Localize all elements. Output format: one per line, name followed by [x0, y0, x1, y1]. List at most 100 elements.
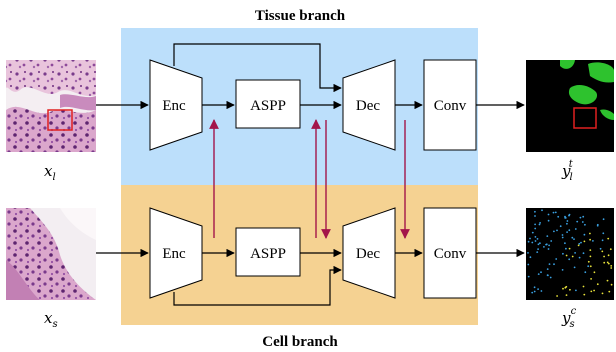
- cell-dot: [573, 238, 575, 241]
- cell-dot: [571, 236, 574, 239]
- cell-dot: [546, 274, 549, 276]
- cell-dot: [559, 225, 562, 228]
- cell-dot: [564, 286, 567, 289]
- cell-dot: [579, 216, 582, 219]
- cell-dot: [602, 218, 605, 221]
- cell-dot: [601, 292, 604, 295]
- cell-dot: [590, 278, 592, 280]
- cell-dot: [590, 290, 593, 293]
- cell-dot: [584, 271, 587, 274]
- cell-encoder-block: [149, 207, 203, 299]
- cell-dot: [536, 238, 539, 240]
- cell-dot: [565, 294, 568, 296]
- cell-dot: [562, 287, 564, 290]
- cell-dot: [527, 275, 530, 278]
- cell-dot: [537, 288, 539, 290]
- cell-dot: [578, 256, 581, 259]
- cell-dot: [574, 228, 577, 230]
- cell-dot: [527, 263, 530, 266]
- tissue-input-label: xl: [44, 162, 56, 183]
- tissue-flow-arrows: [96, 43, 525, 110]
- cell-output-label: ysc: [561, 306, 577, 330]
- cell-conv-block: [423, 207, 477, 299]
- cell-dot: [543, 246, 545, 248]
- cell-output-dots: [526, 208, 614, 300]
- cell-dot: [536, 251, 539, 254]
- cell-dot: [589, 255, 592, 258]
- cell-dot: [580, 241, 582, 244]
- cell-flow-arrows: [96, 248, 525, 306]
- cell-dot: [556, 229, 558, 232]
- cell-dot: [540, 271, 542, 274]
- cell-dot: [541, 209, 543, 212]
- cell-dot: [561, 269, 564, 271]
- cell-dot: [601, 250, 604, 253]
- cell-dot: [557, 215, 560, 218]
- cell-dot: [531, 231, 534, 234]
- cell-dot: [537, 273, 540, 275]
- cell-dot: [606, 261, 609, 264]
- cell-dot: [547, 248, 550, 250]
- cell-conv-label: Conv: [434, 246, 467, 262]
- cross-branch-arrows: [209, 119, 410, 239]
- cell-dot: [537, 243, 540, 246]
- tissue-decoder-label: Dec: [356, 98, 380, 114]
- cell-dot: [606, 279, 609, 282]
- cell-dot: [584, 223, 586, 226]
- cell-dot: [550, 240, 553, 242]
- cell-dot: [582, 215, 585, 218]
- cell-dot: [607, 262, 610, 265]
- cell-dot: [582, 252, 585, 255]
- tissue-aspp-block: [235, 79, 301, 129]
- cell-dot: [581, 221, 584, 223]
- cell-dot: [593, 289, 595, 292]
- cell-dot: [531, 241, 534, 244]
- cell-dot: [548, 244, 550, 247]
- cell-dot: [582, 285, 585, 288]
- cell-dot: [539, 222, 541, 224]
- cell-dot: [554, 211, 557, 214]
- cell-dot: [610, 283, 613, 286]
- cell-dot: [529, 237, 531, 240]
- tissue-encoder-block: [149, 59, 203, 151]
- tissue-output-mask: [526, 60, 614, 152]
- cell-dot: [565, 254, 568, 257]
- cell-dot: [566, 231, 568, 234]
- cell-dot: [545, 243, 548, 246]
- cell-dot: [565, 247, 567, 250]
- cell-dot: [608, 290, 611, 293]
- cell-dot: [568, 214, 570, 217]
- cell-dot: [583, 240, 586, 243]
- cell-dot: [589, 238, 591, 241]
- cell-dot: [531, 291, 534, 294]
- cell-dot: [527, 240, 530, 243]
- cell-dot: [539, 242, 541, 245]
- cell-dot: [589, 249, 592, 252]
- cell-dot: [566, 220, 569, 222]
- cell-decoder-block: [342, 207, 396, 299]
- cell-dot: [596, 224, 599, 227]
- cell-dot: [552, 211, 555, 214]
- cell-dot: [566, 222, 568, 225]
- cell-dot: [568, 258, 571, 261]
- cell-input-label: xs: [44, 309, 58, 330]
- tissue-aspp-label: ASPP: [250, 98, 286, 114]
- cell-dot: [534, 223, 536, 226]
- cell-dot: [564, 242, 566, 245]
- cell-dot: [577, 244, 580, 247]
- cell-dot: [548, 263, 551, 265]
- cell-dot: [546, 235, 549, 238]
- cell-dot: [592, 240, 594, 242]
- cell-dot: [529, 256, 532, 259]
- cell-dot: [533, 290, 536, 293]
- cell-dot: [537, 248, 539, 251]
- cell-dot: [527, 252, 529, 254]
- cell-dot: [607, 254, 610, 257]
- cell-dot: [571, 255, 574, 258]
- cell-dot: [561, 236, 564, 239]
- cell-dot: [538, 223, 541, 226]
- roi-box: [47, 109, 73, 131]
- cell-dot: [568, 247, 571, 250]
- cell-dot: [603, 261, 606, 264]
- cell-aspp-label: ASPP: [250, 246, 286, 262]
